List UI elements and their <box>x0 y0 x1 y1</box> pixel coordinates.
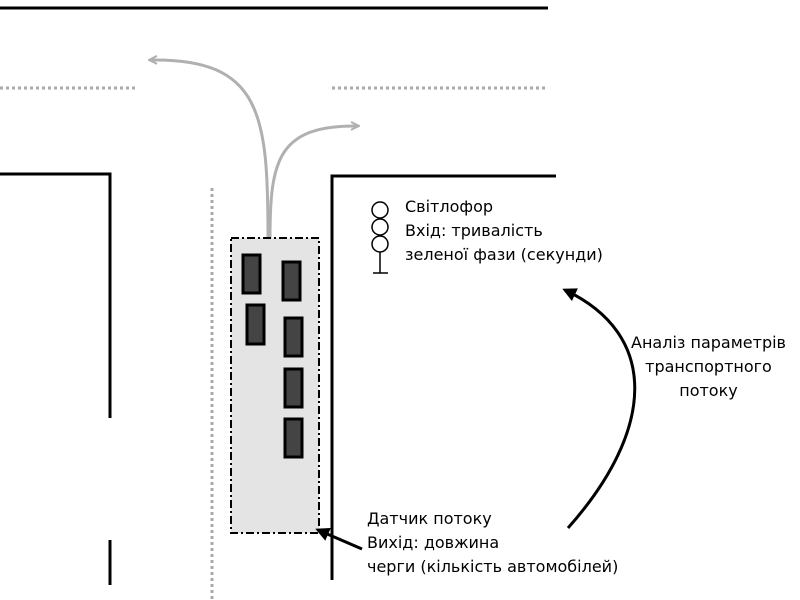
car <box>245 303 266 346</box>
flow-sensor-label: Датчик потоку Вихід: довжина черги (кіль… <box>367 507 618 579</box>
road-edges <box>0 6 556 585</box>
lane-markings <box>0 86 548 600</box>
car <box>283 316 304 358</box>
analysis-line3: потоку <box>679 381 738 400</box>
analysis-line2: транспортного <box>645 357 772 376</box>
queued-cars <box>241 253 304 459</box>
sensor-output-line2: черги (кількість автомобілей) <box>367 557 619 576</box>
right-road-corner <box>330 174 556 580</box>
car <box>281 260 302 302</box>
right-turn-arrow <box>268 126 358 239</box>
sensor-output-line1: Вихід: довжина <box>367 533 500 552</box>
traffic-light-input-line2: зеленої фази (секунди) <box>405 245 603 264</box>
sensor-pointer-arrow <box>315 527 363 551</box>
traffic-light-input-line1: Вхід: тривалість <box>405 221 543 240</box>
turn-arrows <box>150 60 358 239</box>
analysis-label: Аналіз параметрів транспортного потоку <box>631 331 786 403</box>
left-turn-arrow <box>150 60 270 239</box>
car <box>241 253 262 295</box>
analysis-arrow <box>562 288 637 529</box>
sensor-title: Датчик потоку <box>367 509 492 528</box>
traffic-light-icon <box>371 201 389 274</box>
car <box>283 367 304 409</box>
traffic-light-title: Світлофор <box>405 197 494 216</box>
traffic-light-label: Світлофор Вхід: тривалість зеленої фази … <box>405 195 603 267</box>
analysis-line1: Аналіз параметрів <box>631 333 786 352</box>
car <box>283 417 304 459</box>
left-road-corner <box>0 172 112 418</box>
